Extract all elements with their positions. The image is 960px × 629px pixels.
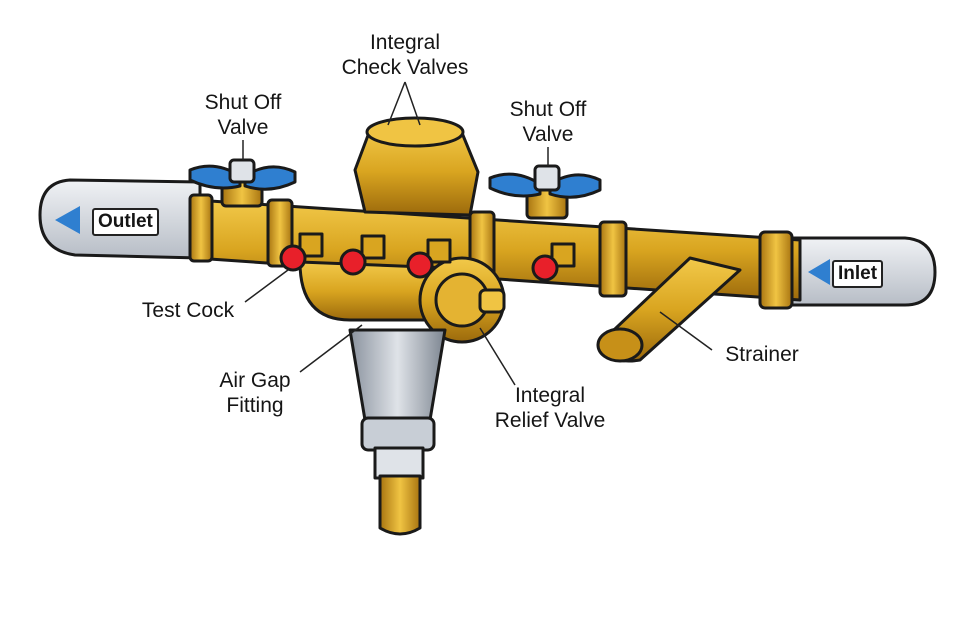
outlet-tag: Outlet (92, 208, 159, 236)
inlet-tag: Inlet (832, 260, 884, 288)
label-line: Relief Valve (494, 409, 606, 432)
label-line: Check Valves (341, 56, 469, 79)
label-line: Shut Off (204, 91, 282, 114)
label-line: Fitting (226, 394, 284, 417)
label-air-gap: Air Gap Fitting (219, 368, 290, 418)
label-line: Valve (522, 123, 574, 146)
label-line: Integral (369, 31, 441, 54)
label-strainer: Strainer (725, 343, 799, 366)
label-line: Shut Off (509, 98, 587, 121)
drain-pipe (378, 474, 422, 536)
label-line: Air Gap (219, 369, 291, 392)
air-gap-cone (348, 328, 447, 422)
outlet-arrow-icon (55, 206, 80, 234)
label-line: Valve (217, 116, 269, 139)
inlet-arrow-icon (808, 259, 830, 285)
label-shutoff-left: Shut Off Valve (205, 90, 282, 140)
label-relief-valve: Integral Relief Valve (495, 383, 606, 433)
shutoff-valve-right (488, 164, 602, 220)
test-cocks (279, 232, 576, 282)
leader-lines (242, 81, 713, 386)
label-test-cock: Test Cock (141, 299, 235, 322)
shutoff-valve-left (188, 158, 297, 208)
label-line: Integral (514, 384, 586, 407)
label-shutoff-right: Shut Off Valve (510, 97, 587, 147)
label-check-valves: Integral Check Valves (342, 30, 469, 80)
